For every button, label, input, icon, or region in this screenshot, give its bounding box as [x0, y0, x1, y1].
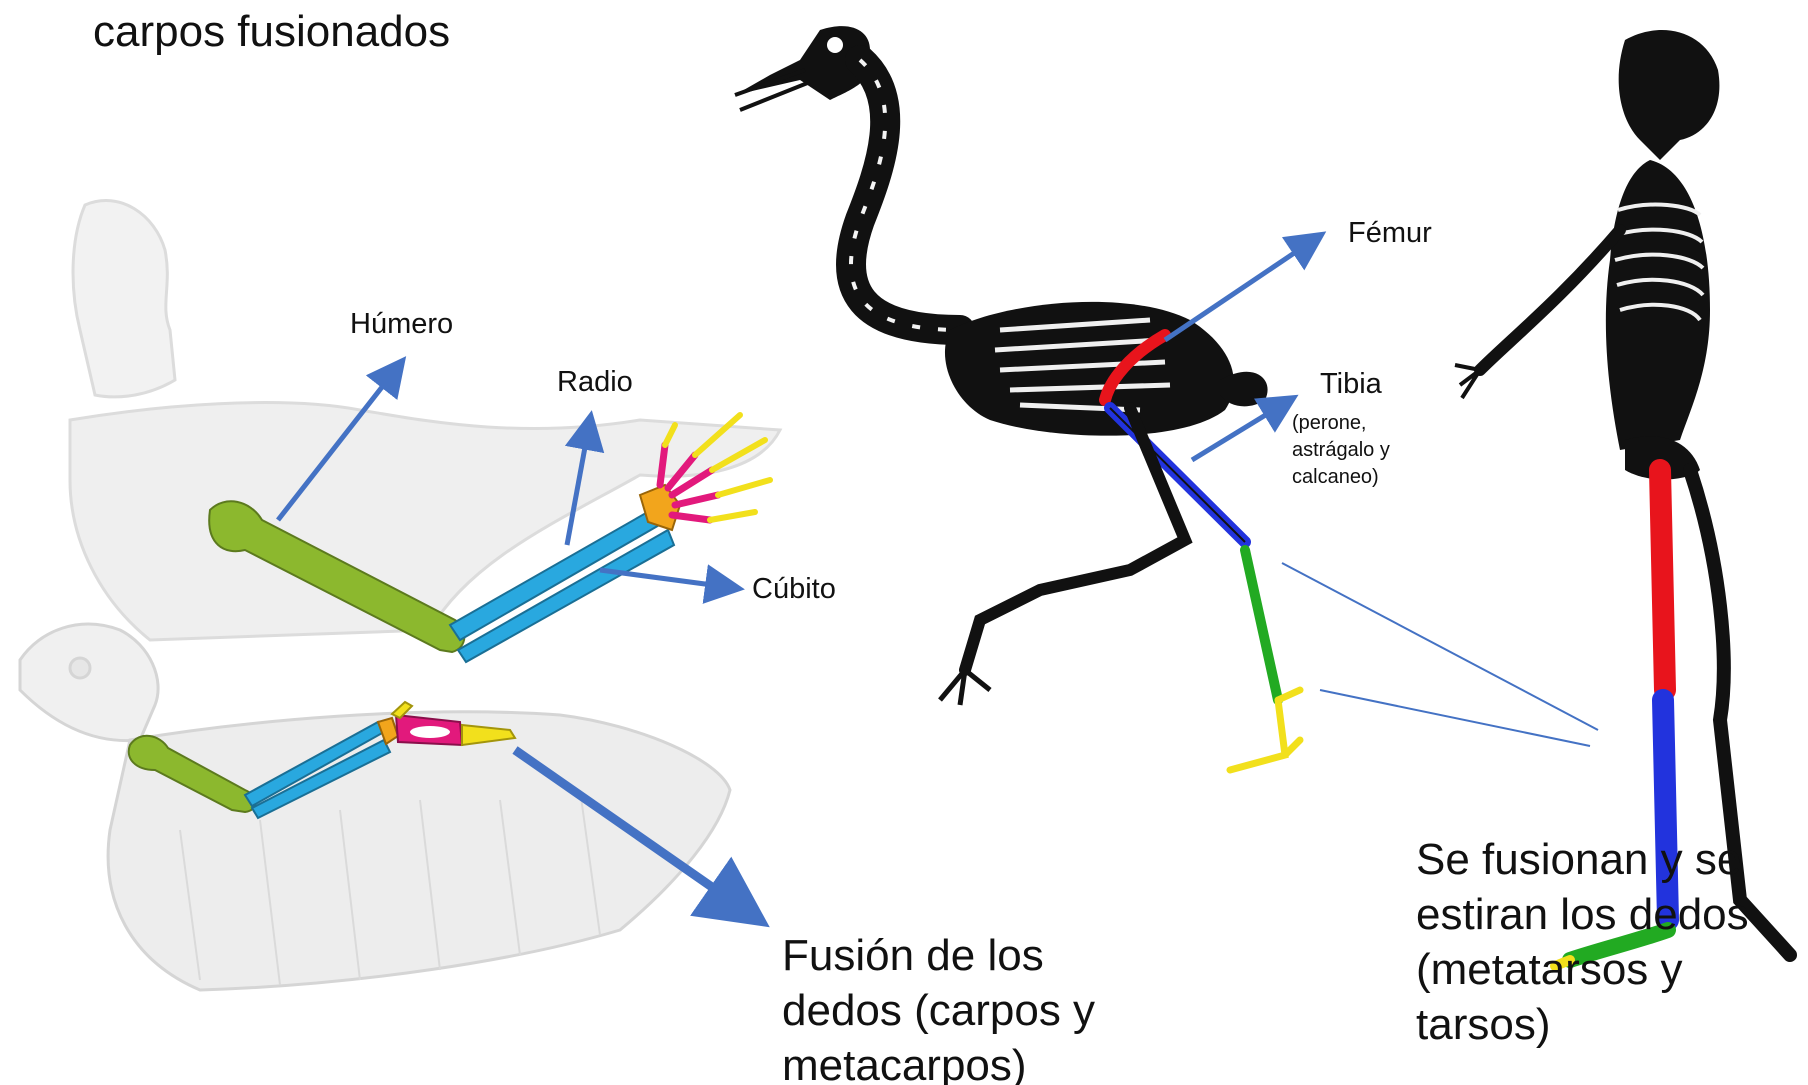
caption-toe-stretch-line-3: (metatarsos y [1416, 942, 1749, 997]
label-radio: Radio [557, 364, 633, 400]
caption-toe-stretch-line-2: estiran los dedos [1416, 887, 1749, 942]
caption-finger-fusion-line-3: metacarpos) [782, 1038, 1095, 1085]
tibia-note: (perone, astrágalo y calcaneo) [1292, 410, 1390, 491]
bird-tarsometatarsus [1245, 550, 1278, 700]
caption-finger-fusion-line-1: Fusión de los [782, 928, 1095, 983]
bird-toes [1230, 690, 1300, 770]
caption-toe-stretch-line-1: Se fusionan y se [1416, 832, 1749, 887]
human-skeleton [1455, 30, 1790, 966]
label-humero: Húmero [350, 306, 453, 342]
bird-skeleton [735, 26, 1300, 770]
top-caption: carpos fusionados [93, 4, 450, 59]
label-tibia: Tibia [1320, 366, 1382, 402]
human-arm-skeleton [1480, 230, 1620, 370]
label-cubito: Cúbito [752, 571, 836, 607]
arrow-femur [1165, 237, 1318, 340]
human-silhouette [70, 201, 780, 640]
caption-finger-fusion: Fusión de los dedos (carpos y metacarpos… [782, 928, 1095, 1085]
bird-back-leg [965, 408, 1185, 670]
tibia-note-line-2: astrágalo y [1292, 437, 1390, 464]
line-tarsus [1320, 690, 1590, 746]
tibia-note-line-1: (perone, [1292, 410, 1390, 437]
caption-toe-stretch: Se fusionan y se estiran los dedos (meta… [1416, 832, 1749, 1052]
arrow-ulna [600, 570, 735, 588]
caption-toe-stretch-line-4: tarsos) [1416, 997, 1749, 1052]
label-femur: Fémur [1348, 215, 1432, 251]
human-femur [1660, 470, 1665, 690]
bird-neck [851, 60, 960, 330]
caption-finger-fusion-line-2: dedos (carpos y [782, 983, 1095, 1038]
line-metatarsus [1282, 563, 1598, 730]
bird-tail [1220, 372, 1268, 407]
bird-wing-silhouette [20, 624, 730, 990]
tibia-note-line-3: calcaneo) [1292, 464, 1390, 491]
human-skull [1619, 30, 1720, 160]
